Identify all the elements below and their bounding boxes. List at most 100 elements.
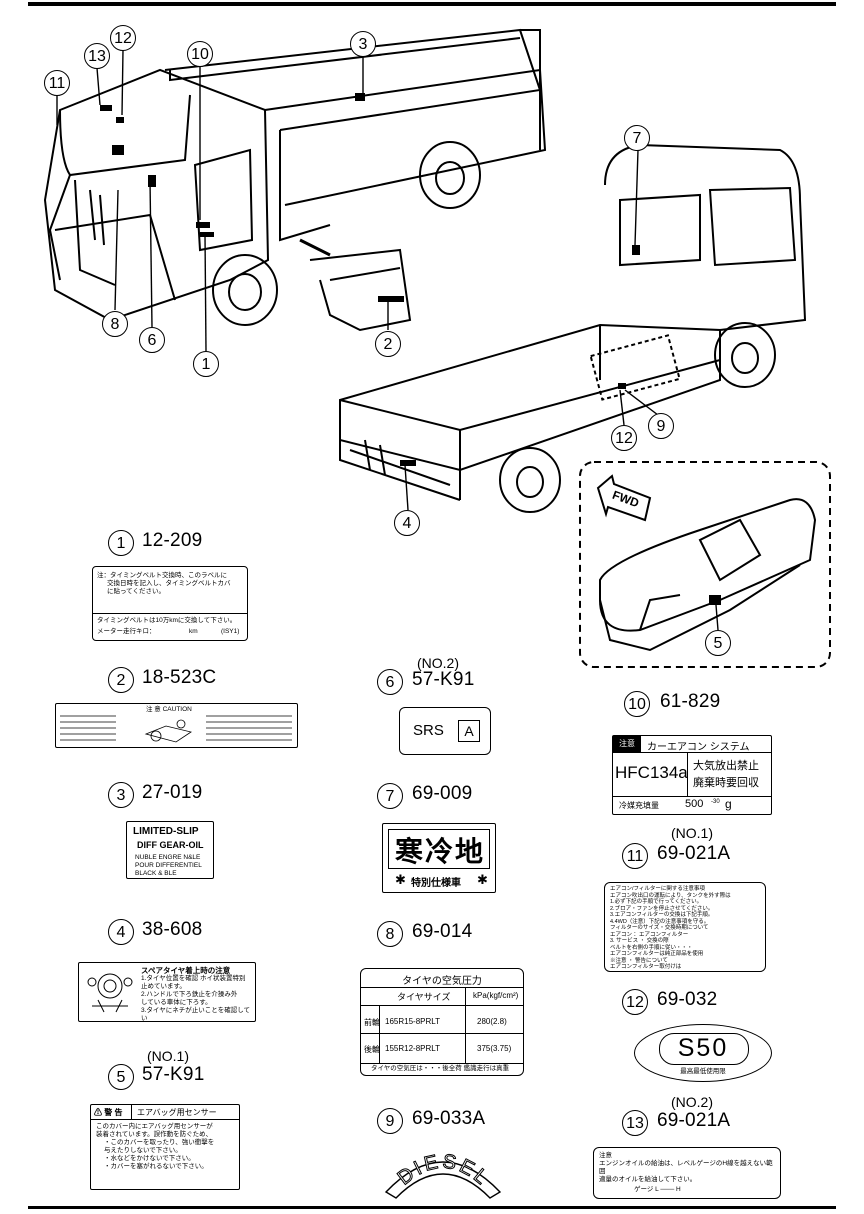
label-8-r1b: 165R15-8PRLT — [385, 1017, 440, 1026]
truck-front-drawing — [43, 28, 547, 332]
callout-12-rear[interactable]: 12 — [611, 425, 637, 451]
label-13[interactable]: 注意 エンジンオイルの給油は、レベルゲージのH線を越えない範囲 適量のオイルを給… — [593, 1147, 781, 1199]
label-4-line3: 2.ハンドルで下ろ鉄止を介操み外 — [141, 991, 238, 998]
callout-2[interactable]: 2 — [375, 331, 401, 357]
label-8[interactable]: タイヤの空気圧力 タイヤサイズ kPa(kgf/cm²) 前輪 165R15-8… — [360, 968, 524, 1076]
label-11-text: エアコン/フィルターに関する注意事項エアコン吹出口の運転により、タンクを外す際は… — [610, 886, 762, 971]
label-13-line3: ゲージ L ─── H — [634, 1186, 681, 1193]
part-13-number: 13 — [622, 1110, 648, 1136]
part-5-code: 57-K91 — [142, 1064, 205, 1085]
label-11-line: 2.ブロア・ファンを停止させてください。 — [610, 905, 714, 912]
part-11-code: 69-021A — [657, 843, 731, 864]
callout-4[interactable]: 4 — [394, 510, 420, 536]
callout-8[interactable]: 8 — [102, 311, 128, 337]
label-11-line: ベルトを右側の手順に従い・・・ — [610, 944, 693, 951]
label-11[interactable]: エアコン/フィルターに関する注意事項エアコン吹出口の運転により、タンクを外す際は… — [604, 882, 766, 972]
label-11-line: エアコン ：エアコンフィルター — [610, 931, 689, 938]
part-2-number: 2 — [108, 667, 134, 693]
label-7-sub: 特別仕様車 — [411, 878, 461, 889]
callout-9[interactable]: 9 — [648, 413, 674, 439]
part-5-note: (NO.1) — [147, 1048, 189, 1064]
label-7[interactable]: 寒冷地 ✱ 特別仕様車 ✱ — [382, 823, 496, 893]
label-10-amount: 500 — [685, 798, 704, 810]
label-1[interactable]: 注：タイミングベルト交換時、このラベルに 交換日時を記入し、タイミングベルトカバ… — [92, 566, 248, 641]
label-9-text: DIESEL — [393, 1150, 491, 1191]
label-5-warn: ⚠ 警 告 — [94, 1108, 123, 1117]
callout-5[interactable]: 5 — [705, 630, 731, 656]
label-6[interactable]: SRS A — [399, 707, 491, 755]
label-5-title: エアバッグ用センサー — [137, 1108, 217, 1117]
part-6-note: (NO.2) — [417, 655, 459, 671]
label-13-line1: エンジンオイルの給油は、レベルゲージのH線を越えない範囲 — [599, 1160, 773, 1175]
part-2-code: 18-523C — [142, 667, 217, 688]
label-5[interactable]: ⚠ 警 告 エアバッグ用センサー このカバー内にエアバッグ用センサーが 装着され… — [90, 1104, 240, 1190]
label-3-line2: DIFF GEAR-OIL — [137, 840, 204, 850]
part-10-number: 10 — [624, 691, 650, 717]
part-8-number: 8 — [377, 921, 403, 947]
callout-1[interactable]: 1 — [193, 351, 219, 377]
label-13-title: 注意 — [599, 1152, 612, 1159]
fwd-arrow — [596, 474, 652, 522]
label-8-r1c: 280(2.8) — [477, 1017, 507, 1026]
label-9[interactable]: DIESEL — [378, 1140, 508, 1200]
vehicle-diagram — [43, 28, 831, 668]
label-8-col1: タイヤサイズ — [397, 992, 451, 1002]
part-13-code: 69-021A — [657, 1110, 731, 1131]
truck-rear-drawing — [339, 143, 807, 513]
label-1-unit: km — [189, 628, 198, 635]
callout-3[interactable]: 3 — [350, 31, 376, 57]
part-3-code: 27-019 — [142, 782, 203, 803]
label-5-line4: 与えたりしないで下さい。 — [104, 1147, 182, 1154]
label-2[interactable]: 注 意 CAUTION — [55, 703, 298, 748]
spare-tire-icon — [87, 973, 133, 1013]
part-13-note: (NO.2) — [671, 1094, 713, 1110]
bottom-border — [28, 1206, 836, 1209]
callout-10[interactable]: 10 — [187, 41, 213, 67]
part-7-number: 7 — [377, 783, 403, 809]
part-11-number: 11 — [622, 843, 648, 869]
part-4-code: 38-608 — [142, 919, 203, 940]
label-7-star-right: ✱ — [477, 872, 488, 887]
dashboard-drawing — [599, 498, 817, 652]
label-5-line1: このカバー内にエアバッグ用センサーが — [96, 1123, 213, 1130]
label-8-r2b: 155R12-8PRLT — [385, 1044, 440, 1053]
label-4-line2: 止めています。 — [141, 983, 186, 990]
label-5-line3: ・このカバーを取ったり、強い衝撃を — [104, 1139, 215, 1146]
label-12[interactable]: S50 最高最低使用限 — [634, 1024, 772, 1082]
label-1-line3: に貼ってください。 — [107, 588, 165, 595]
label-8-r1a: 前輪 — [364, 1018, 380, 1027]
part-9-number: 9 — [377, 1108, 403, 1134]
callout-6[interactable]: 6 — [139, 327, 165, 353]
label-12-sub: 最高最低使用限 — [680, 1068, 726, 1075]
svg-text:DIESEL: DIESEL — [394, 1150, 494, 1190]
label-10-badge: 注意 — [613, 736, 641, 752]
callout-13[interactable]: 13 — [84, 43, 110, 69]
label-1-line4: タイミングベルトは10万kmに交換して下さい。 — [97, 617, 237, 624]
label-11-line: ※注意 ・ 警告について — [610, 957, 668, 964]
label-11-line: エアコンフィルターは純正部品を使用 — [610, 951, 704, 957]
label-4-line4: している車体に下ろす。 — [141, 999, 212, 1006]
label-3-line4: POUR DIFFERENTIEL — [135, 862, 202, 869]
label-2-title: 注 意 CAUTION — [146, 706, 192, 713]
part-12-number: 12 — [622, 989, 648, 1015]
label-6-text: SRS — [413, 722, 444, 739]
label-7-main: 寒冷地 — [394, 835, 485, 868]
label-3-line3: NUBLE ENGRE N&LE — [135, 854, 201, 861]
label-5-line2: 装着されています。誤作動を防ぐため、 — [96, 1131, 213, 1138]
label-11-line: フィルターのサイズ・交換時期について — [610, 925, 709, 931]
callout-7[interactable]: 7 — [624, 125, 650, 151]
part-9-code: 69-033A — [412, 1108, 486, 1129]
inset-frame — [579, 461, 831, 668]
part-11-note: (NO.1) — [671, 825, 713, 841]
callout-12[interactable]: 12 — [110, 25, 136, 51]
part-6-code: 57-K91 — [412, 669, 475, 690]
label-10[interactable]: 注意 カーエアコン システム HFC134a 大気放出禁止 廃棄時要回収 冷媒充… — [612, 735, 772, 815]
part-5-number: 5 — [108, 1064, 134, 1090]
label-3[interactable]: LIMITED-SLIP DIFF GEAR-OIL NUBLE ENGRE N… — [126, 821, 214, 879]
label-1-code: (ISY1) — [221, 628, 240, 635]
label-4-title: スペアタイヤ着上時の注意 — [141, 966, 231, 975]
label-3-line5: BLACK & BLE — [135, 870, 177, 877]
callout-11[interactable]: 11 — [44, 70, 70, 96]
label-4[interactable]: スペアタイヤ着上時の注意 1.タイヤ位置を確認 ホイ状装置特別 止めています。 … — [78, 962, 256, 1022]
label-4-line1: 1.タイヤ位置を確認 ホイ状装置特別 — [141, 975, 246, 982]
